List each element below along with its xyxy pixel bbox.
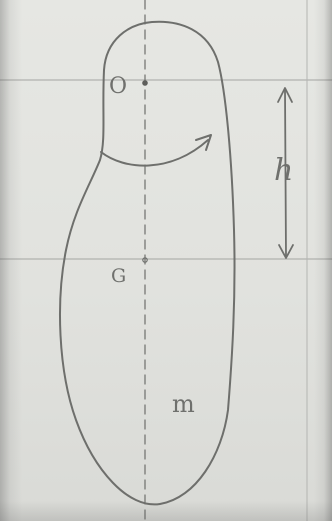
center-of-mass-point: [142, 257, 148, 263]
body-outline: [59, 20, 236, 506]
center-of-mass-label: G: [111, 265, 126, 287]
curved-arrow-icon: [100, 134, 212, 167]
mass-label: m: [172, 390, 195, 418]
pivot-label: O: [109, 74, 127, 99]
pivot-point: [142, 80, 148, 86]
double-arrow-icon: [277, 87, 294, 259]
distance-label: h: [274, 153, 293, 188]
